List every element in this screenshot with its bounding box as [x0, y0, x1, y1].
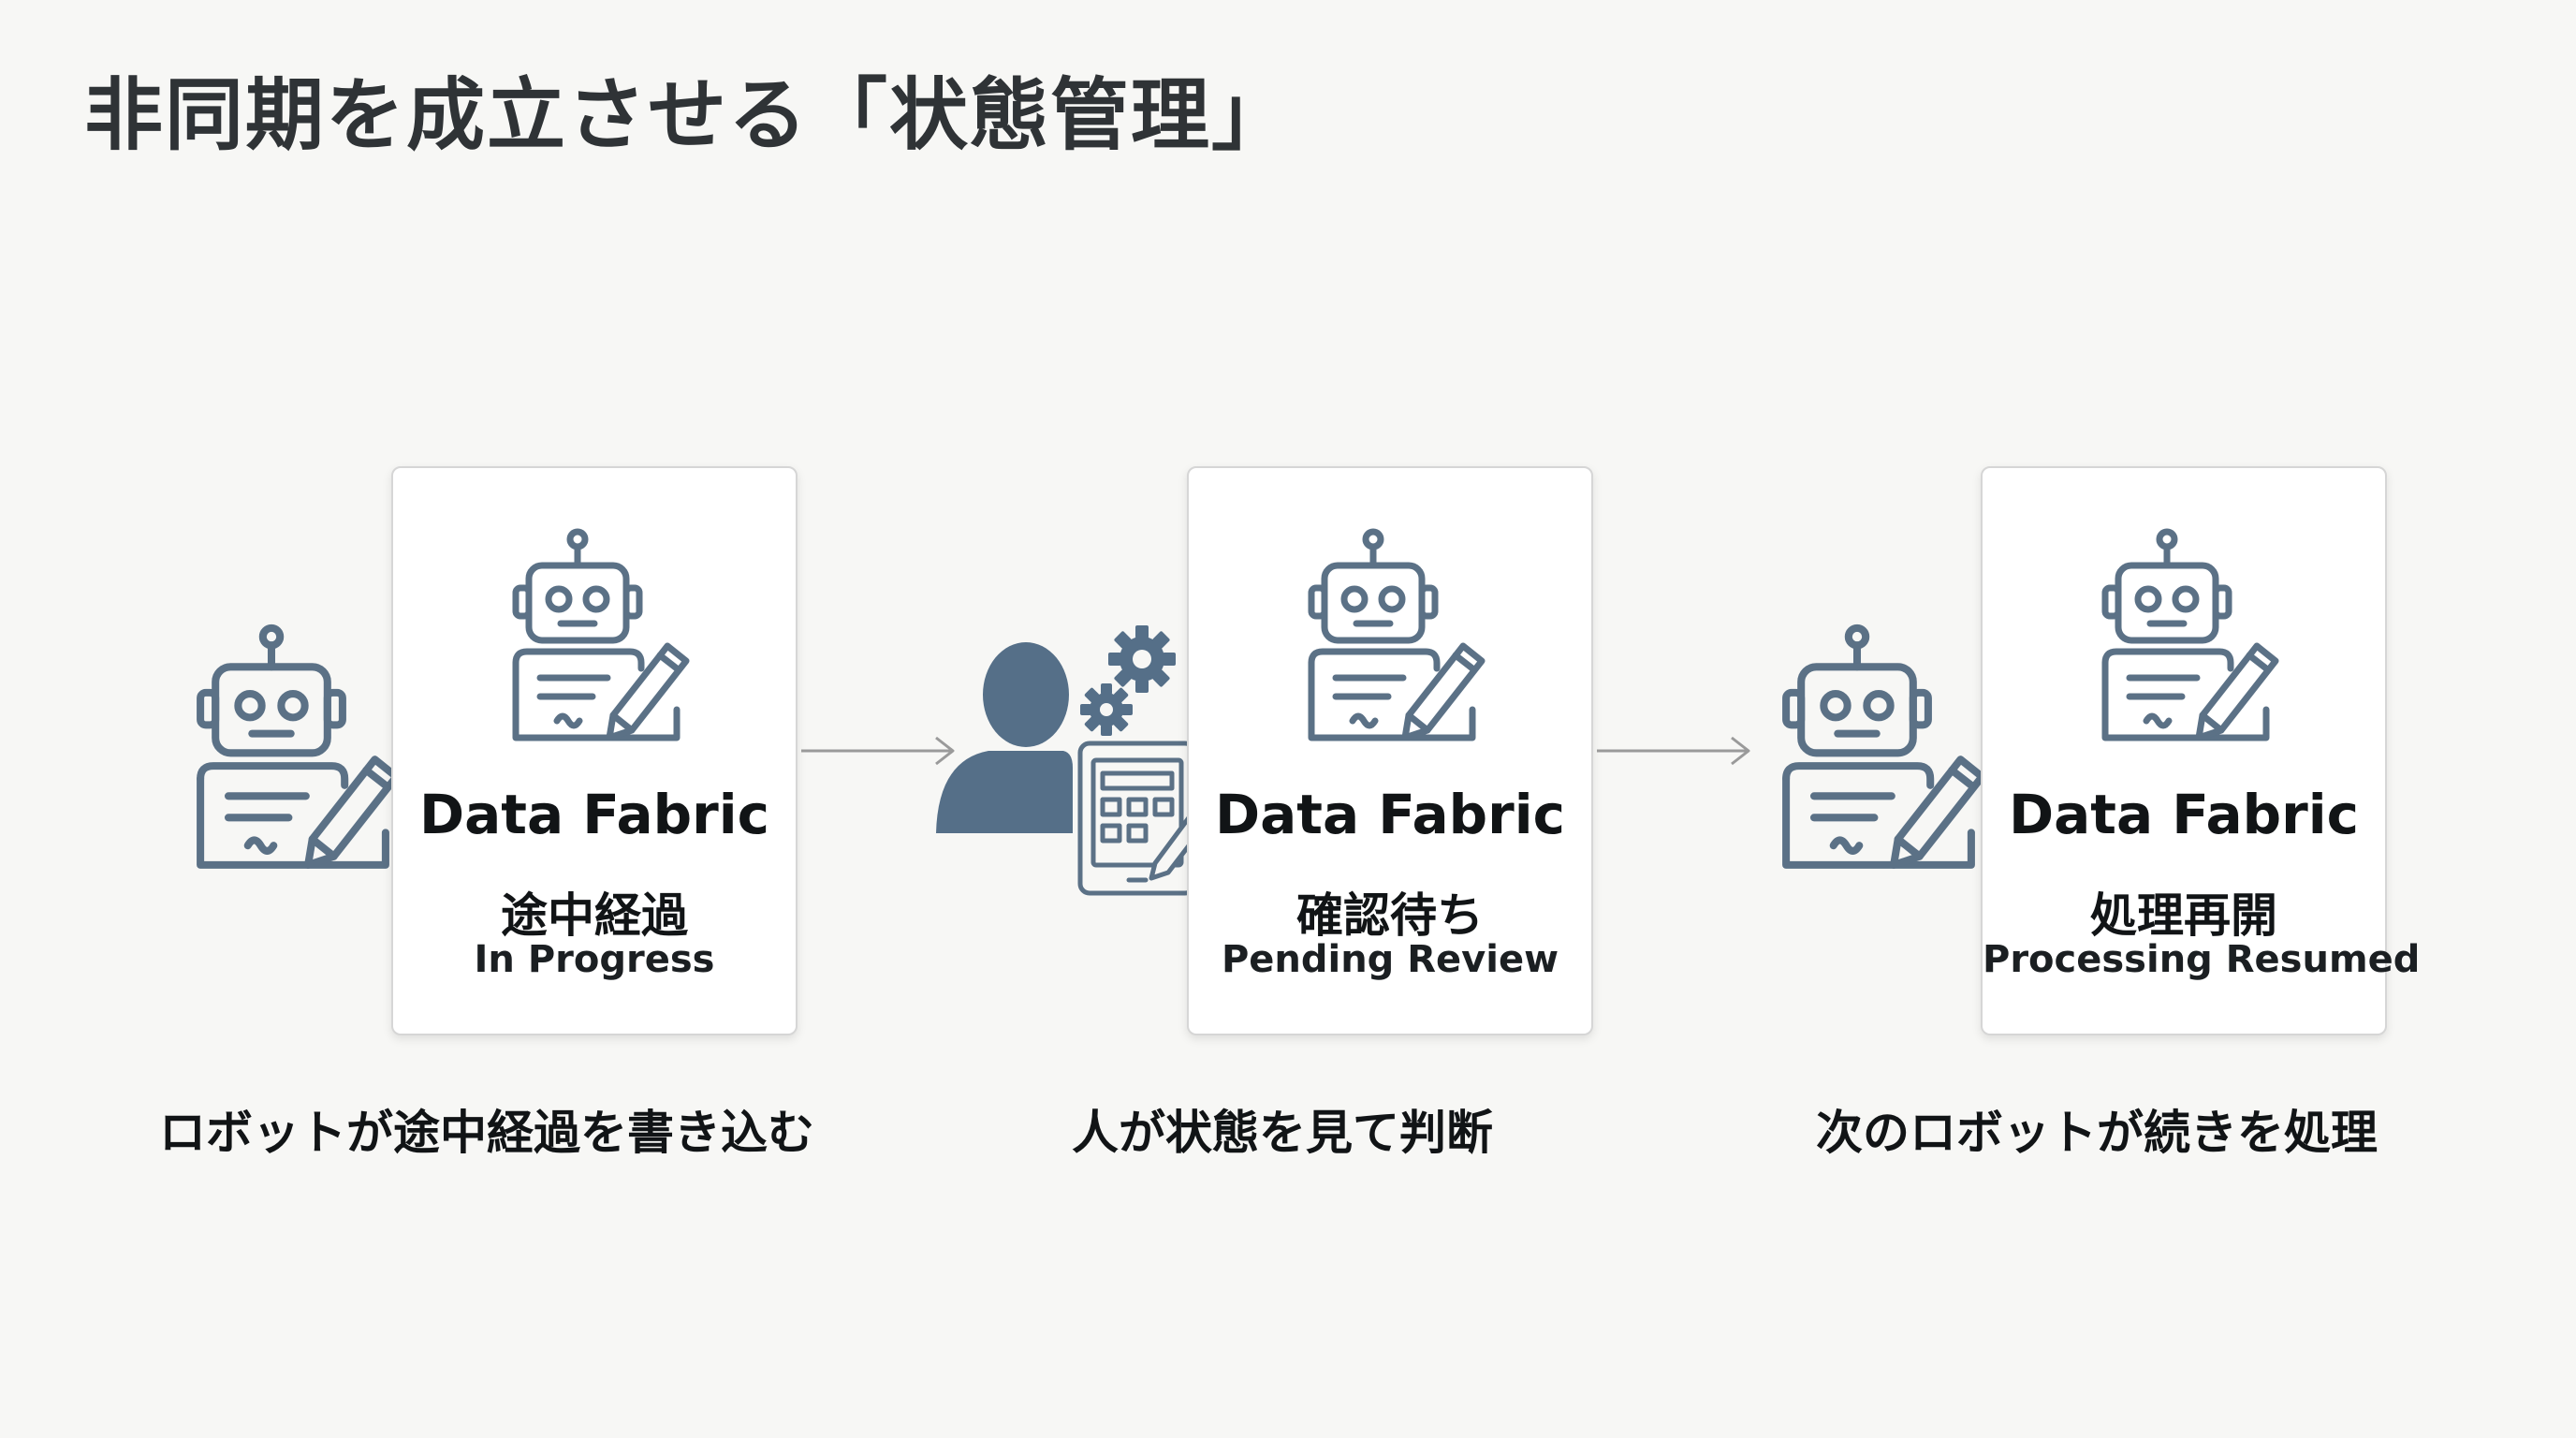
card-status-en: Pending Review [1221, 938, 1559, 981]
card-title: Data Fabric [2008, 783, 2360, 846]
card-status-jp: 処理再開 [2090, 888, 2277, 943]
page-title: 非同期を成立させる「状態管理」 [84, 69, 1293, 161]
caption-robot-writes: ロボットが途中経過を書き込む [159, 1106, 814, 1160]
robot-writing-icon [185, 622, 401, 880]
state-card-processing-resumed: Data Fabric 処理再開 Processing Resumed [1981, 466, 2421, 1035]
card-status-en: In Progress [474, 938, 715, 981]
robot-writing-icon [1298, 526, 1486, 751]
state-card-pending-review: Data Fabric 確認待ち Pending Review [1187, 466, 1593, 1035]
card-title: Data Fabric [418, 783, 770, 846]
robot-writing-icon [1771, 622, 1986, 880]
robot-writing-icon [2092, 526, 2279, 751]
caption-next-robot: 次のロボットが続きを処理 [1816, 1106, 2378, 1160]
card-title: Data Fabric [1214, 783, 1566, 846]
card-status-jp: 確認待ち [1296, 888, 1484, 943]
person-icon [936, 642, 1073, 833]
caption-human-judges: 人が状態を見て判断 [1072, 1106, 1493, 1160]
card-status-jp: 途中経過 [501, 888, 688, 943]
card-status-en: Processing Resumed [1983, 938, 2421, 981]
state-card-in-progress: Data Fabric 途中経過 In Progress [391, 466, 798, 1035]
gears-icon [1080, 625, 1176, 736]
arrow-right-icon [1597, 736, 1750, 766]
robot-writing-icon [503, 526, 690, 751]
arrow-right-icon [801, 736, 955, 766]
